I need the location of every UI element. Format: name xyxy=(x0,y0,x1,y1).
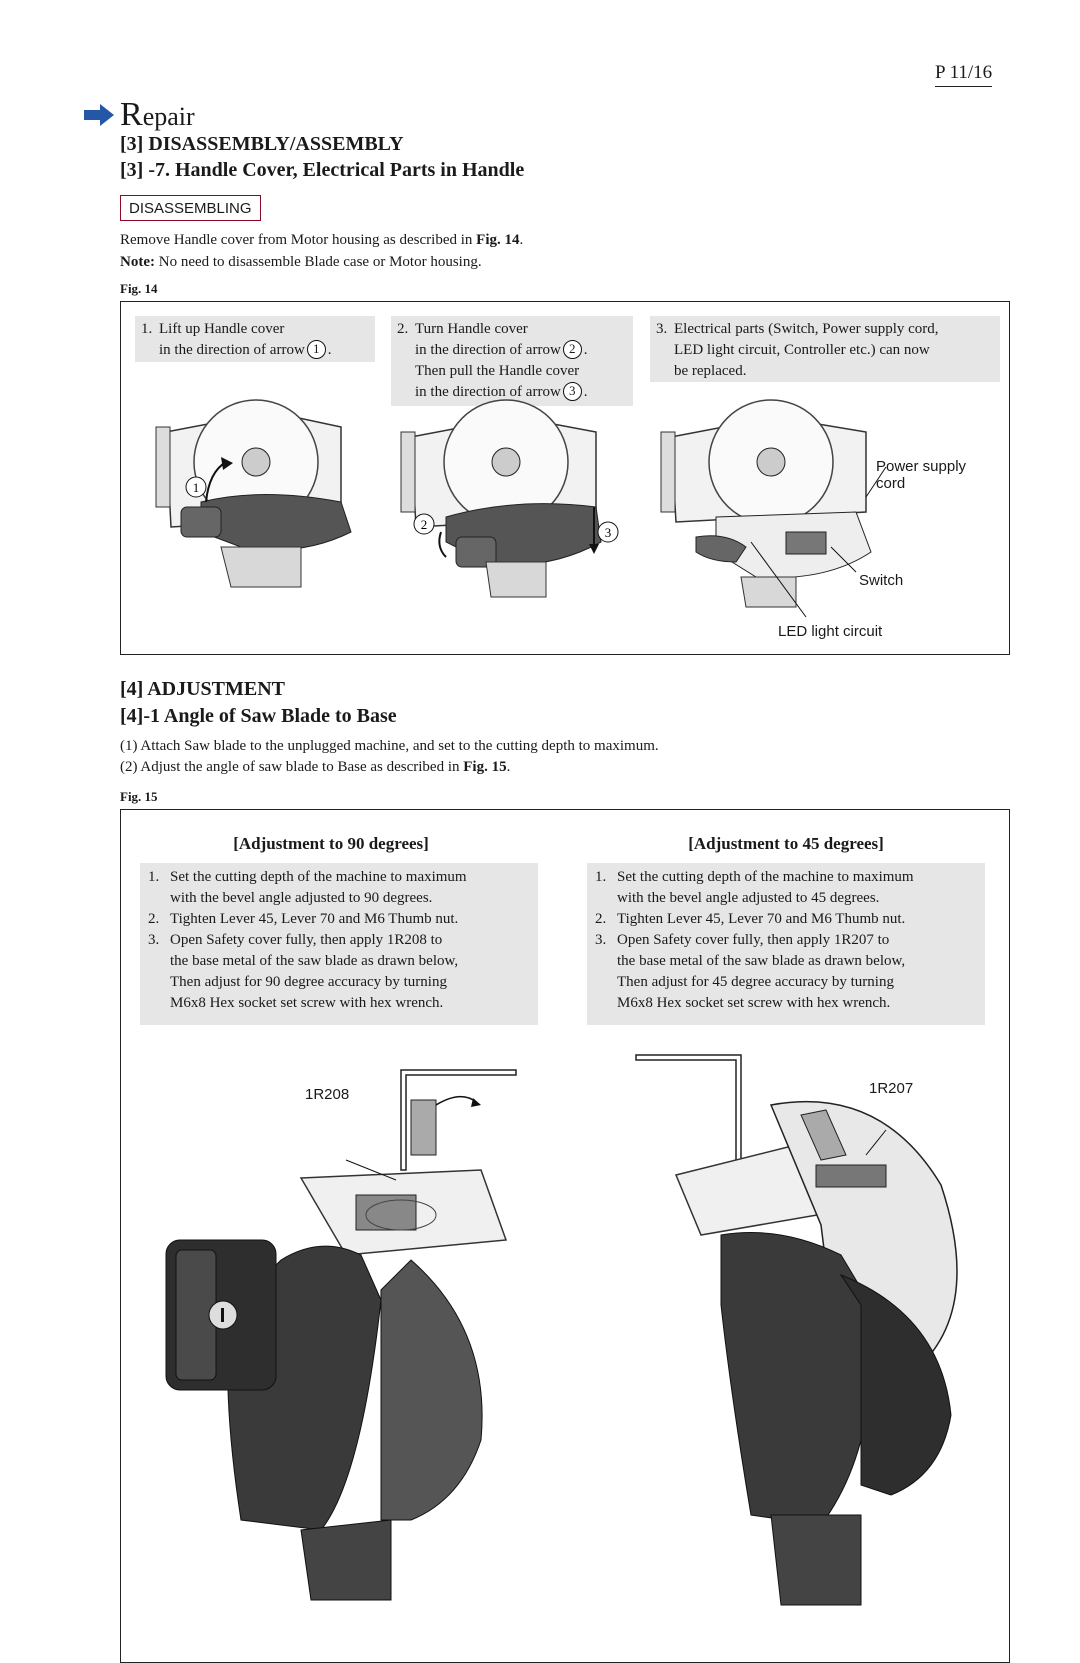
section3-note: Note: No need to disassemble Blade case … xyxy=(120,254,482,271)
step-number: 3. xyxy=(656,321,668,337)
step-text: Open Safety cover fully, then apply 1R20… xyxy=(617,932,890,948)
step-text: Tighten Lever 45, Lever 70 and M6 Thumb … xyxy=(617,911,906,927)
led-light-circuit-label: LED light circuit xyxy=(778,623,883,640)
tool-1r208-label: 1R208 xyxy=(305,1086,350,1103)
callout-text: cord xyxy=(876,475,906,492)
adjust-90-steps: 1. Set the cutting depth of the machine t… xyxy=(140,863,538,1025)
saw-illustration-45-degrees xyxy=(635,1054,958,1606)
arrow-number-badge: 3 xyxy=(562,382,582,401)
step-text: Set the cutting depth of the machine to … xyxy=(617,869,914,885)
tool-1r207-label: 1R207 xyxy=(869,1080,914,1097)
section3-title: [3] DISASSEMBLY/ASSEMBLY xyxy=(120,133,404,155)
step-text: the base metal of the saw blade as drawn… xyxy=(617,953,906,969)
section3-instruction-1: Remove Handle cover from Motor housing a… xyxy=(120,232,524,248)
power-supply-cord-label: Power supply cord xyxy=(876,458,966,492)
step-text: Set the cutting depth of the machine to … xyxy=(170,869,467,885)
step-text: in the direction of arrow xyxy=(415,342,561,358)
arrow-3-label: 3 xyxy=(605,525,612,540)
fig14-box: 1. Lift up Handle cover in the direction … xyxy=(120,301,1010,655)
note-label: Note: xyxy=(120,254,155,270)
step-text: Tighten Lever 45, Lever 70 and M6 Thumb … xyxy=(170,911,459,927)
arrow-2-label: 2 xyxy=(421,517,428,532)
figure-reference: Fig. 14 xyxy=(476,232,520,248)
page-number: P 11/16 xyxy=(935,62,993,87)
step-number: 1. xyxy=(148,869,160,885)
repair-rest: epair xyxy=(142,102,195,131)
adjust-45-heading: [Adjustment to 45 degrees] xyxy=(688,834,884,853)
step-text: Lift up Handle cover xyxy=(159,321,285,337)
pointer-arrow-icon xyxy=(84,104,114,126)
step-number: 2. xyxy=(595,911,607,927)
saw-illustration-turn-cover: 2 3 xyxy=(400,399,619,598)
note-text: No need to disassemble Blade case or Mot… xyxy=(158,254,482,270)
step-text: be replaced. xyxy=(674,363,747,379)
adjust-45-steps: 1. Set the cutting depth of the machine t… xyxy=(587,863,985,1025)
step-number: 2. xyxy=(148,911,160,927)
instruction-text: (2) Adjust the angle of saw blade to Bas… xyxy=(120,759,460,775)
fig15-box: [Adjustment to 90 degrees] [Adjustment t… xyxy=(120,809,1010,1663)
section4-title: [4] ADJUSTMENT xyxy=(120,678,286,700)
arrow-1-label: 1 xyxy=(193,480,200,495)
step-number: 1. xyxy=(141,321,153,337)
disassembling-label: DISASSEMBLING xyxy=(120,195,261,221)
figure-reference: Fig. 15 xyxy=(463,759,507,775)
step-text: LED light circuit, Controller etc.) can … xyxy=(674,342,930,358)
saw-illustration-electrical-parts xyxy=(660,399,887,618)
step-text: Open Safety cover fully, then apply 1R20… xyxy=(170,932,443,948)
section3-subtitle: [3] -7. Handle Cover, Electrical Parts i… xyxy=(120,159,525,181)
arrow-number-badge: 1 xyxy=(306,340,326,359)
step-text: Then adjust for 90 degree accuracy by tu… xyxy=(170,974,447,990)
repair-initial: R xyxy=(120,96,143,133)
section4-instruction-2: (2) Adjust the angle of saw blade to Bas… xyxy=(120,759,511,775)
saw-illustration-90-degrees xyxy=(165,1069,517,1601)
step-text: Then adjust for 45 degree accuracy by tu… xyxy=(617,974,894,990)
fig14-label: Fig. 14 xyxy=(120,281,158,296)
step-text: the base metal of the saw blade as drawn… xyxy=(170,953,459,969)
step-text: in the direction of arrow xyxy=(159,342,305,358)
fig14-step-1: 1. Lift up Handle cover in the direction … xyxy=(135,316,375,362)
step-text: Turn Handle cover xyxy=(415,321,528,337)
adjust-90-heading: [Adjustment to 90 degrees] xyxy=(233,834,429,853)
step-text: in the direction of arrow xyxy=(415,384,561,400)
section4-subtitle: [4]-1 Angle of Saw Blade to Base xyxy=(120,705,397,727)
step-text: M6x8 Hex socket set screw with hex wrenc… xyxy=(170,995,444,1011)
step-text: with the bevel angle adjusted to 45 degr… xyxy=(617,890,880,906)
step-number: 3. xyxy=(148,932,160,948)
step-number: 3. xyxy=(595,932,607,948)
instruction-text: Remove Handle cover from Motor housing a… xyxy=(120,232,473,248)
callout-text: Power supply xyxy=(876,458,967,475)
saw-illustration-lift-cover: 1 xyxy=(155,399,352,588)
step-text: Then pull the Handle cover xyxy=(415,363,580,379)
switch-label: Switch xyxy=(859,572,904,589)
fig14-step-3: 3. Electrical parts (Switch, Power supply… xyxy=(650,316,1000,382)
step-text: Electrical parts (Switch, Power supply c… xyxy=(674,321,939,337)
step-number: 2. xyxy=(397,321,409,337)
step-number: 1. xyxy=(595,869,607,885)
step-text: M6x8 Hex socket set screw with hex wrenc… xyxy=(617,995,891,1011)
section4-instruction-1: (1) Attach Saw blade to the unplugged ma… xyxy=(120,738,659,754)
fig15-label: Fig. 15 xyxy=(120,789,158,804)
step-text: with the bevel angle adjusted to 90 degr… xyxy=(170,890,433,906)
arrow-number-badge: 2 xyxy=(562,340,582,359)
fig14-step-2: 2. Turn Handle cover in the direction of … xyxy=(391,316,633,406)
